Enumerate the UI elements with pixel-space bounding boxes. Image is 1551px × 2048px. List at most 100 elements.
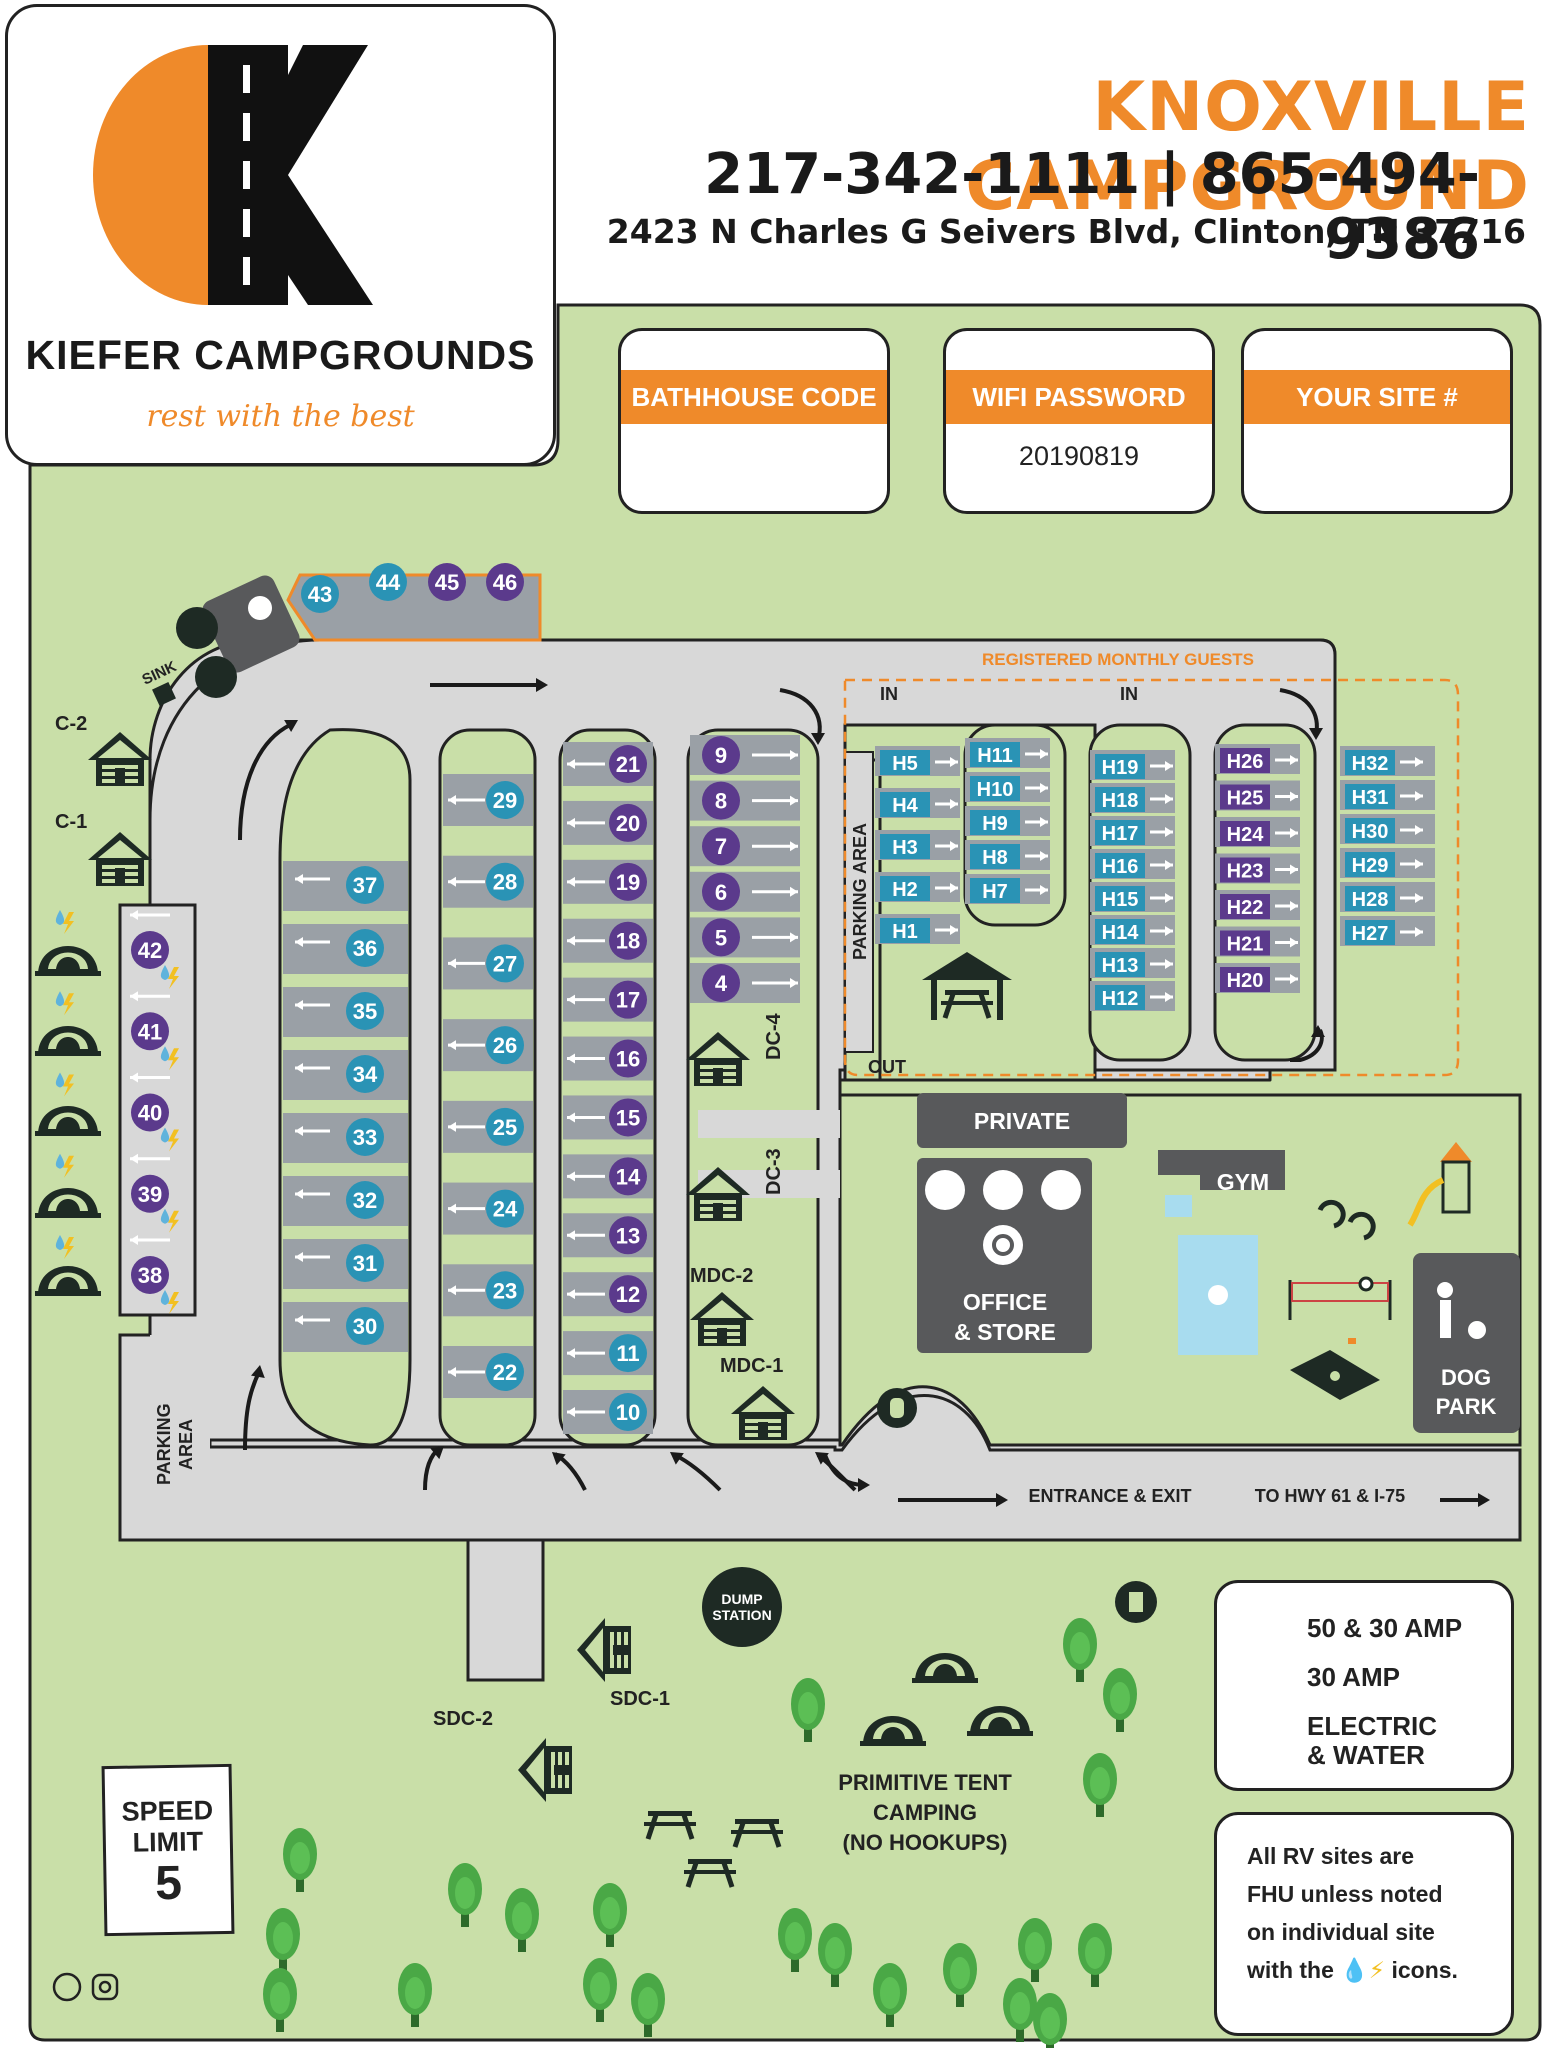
- site-marker[interactable]: [1095, 787, 1145, 812]
- site-marker[interactable]: [428, 563, 466, 601]
- site-marker[interactable]: [131, 1256, 169, 1294]
- h-site[interactable]: H18: [1095, 787, 1145, 812]
- site-marker[interactable]: [609, 1334, 647, 1373]
- site-marker[interactable]: [1345, 852, 1395, 877]
- rv-site[interactable]: 41: [131, 1012, 169, 1051]
- h-site[interactable]: H23: [1220, 857, 1270, 883]
- rv-site[interactable]: 35: [346, 992, 384, 1030]
- rv-site[interactable]: 32: [346, 1181, 384, 1219]
- h-site[interactable]: H3: [880, 834, 930, 859]
- site-marker[interactable]: [609, 1393, 647, 1431]
- site-marker[interactable]: [486, 781, 524, 819]
- site-marker[interactable]: [880, 876, 930, 901]
- h-site[interactable]: H29: [1345, 852, 1395, 877]
- h-site[interactable]: H32: [1345, 750, 1395, 775]
- site-marker[interactable]: [609, 1157, 647, 1196]
- site-marker[interactable]: [970, 742, 1020, 767]
- site-marker[interactable]: [369, 563, 407, 601]
- site-marker[interactable]: [1095, 919, 1145, 944]
- rv-site[interactable]: 12: [609, 1275, 647, 1314]
- h-site[interactable]: H31: [1345, 784, 1395, 809]
- rv-site[interactable]: 38: [131, 1256, 169, 1294]
- site-marker[interactable]: [702, 964, 740, 1002]
- site-marker[interactable]: [1345, 920, 1395, 945]
- site-marker[interactable]: [301, 575, 339, 613]
- rv-site[interactable]: 11: [609, 1334, 647, 1373]
- rv-site[interactable]: 23: [486, 1271, 524, 1310]
- site-marker[interactable]: [702, 872, 740, 911]
- h-site[interactable]: H9: [970, 810, 1020, 835]
- site-marker[interactable]: [486, 862, 524, 901]
- rv-site[interactable]: 27: [486, 944, 524, 983]
- h-site[interactable]: H25: [1220, 784, 1270, 810]
- h-site[interactable]: H12: [1095, 985, 1145, 1010]
- rv-site[interactable]: 40: [131, 1093, 169, 1132]
- site-marker[interactable]: [346, 992, 384, 1030]
- site-marker[interactable]: [346, 1244, 384, 1282]
- h-site[interactable]: H5: [880, 750, 930, 775]
- site-marker[interactable]: [970, 844, 1020, 869]
- site-marker[interactable]: [346, 1118, 384, 1156]
- site-marker[interactable]: [1220, 784, 1270, 810]
- rv-site[interactable]: 9: [702, 736, 740, 774]
- site-marker[interactable]: [1220, 894, 1270, 919]
- site-marker[interactable]: [131, 1093, 169, 1132]
- rv-site[interactable]: 8: [702, 781, 740, 820]
- site-marker[interactable]: [702, 781, 740, 820]
- rv-site[interactable]: 28: [486, 862, 524, 901]
- site-marker[interactable]: [486, 1271, 524, 1310]
- site-marker[interactable]: [880, 750, 930, 775]
- site-marker[interactable]: [1095, 985, 1145, 1010]
- site-marker[interactable]: [609, 980, 647, 1019]
- h-site[interactable]: H27: [1345, 920, 1395, 945]
- site-marker[interactable]: [486, 563, 524, 601]
- rv-site[interactable]: 22: [486, 1353, 524, 1391]
- site-marker[interactable]: [1095, 886, 1145, 911]
- rv-site[interactable]: 29: [486, 781, 524, 819]
- site-marker[interactable]: [970, 776, 1020, 801]
- site-marker[interactable]: [702, 736, 740, 774]
- rv-site[interactable]: 31: [346, 1244, 384, 1282]
- site-marker[interactable]: [1220, 967, 1270, 992]
- rv-site[interactable]: 7: [702, 827, 740, 866]
- rv-site[interactable]: 43: [301, 575, 339, 613]
- rv-site[interactable]: 15: [609, 1098, 647, 1137]
- site-marker[interactable]: [346, 866, 384, 904]
- rv-site[interactable]: 42: [131, 931, 169, 969]
- site-marker[interactable]: [346, 1307, 384, 1345]
- h-site[interactable]: H4: [880, 792, 930, 817]
- h-site[interactable]: H10: [970, 776, 1020, 801]
- h-site[interactable]: H7: [970, 878, 1020, 903]
- h-site[interactable]: H20: [1220, 967, 1270, 992]
- rv-site[interactable]: 45: [428, 563, 466, 601]
- site-marker[interactable]: [702, 827, 740, 866]
- rv-site[interactable]: 21: [609, 745, 647, 783]
- rv-site[interactable]: 24: [486, 1189, 524, 1228]
- rv-site[interactable]: 18: [609, 921, 647, 960]
- site-marker[interactable]: [1345, 886, 1395, 911]
- site-marker[interactable]: [1095, 754, 1145, 779]
- site-marker[interactable]: [486, 1107, 524, 1146]
- rv-site[interactable]: 46: [486, 563, 524, 601]
- rv-site[interactable]: 5: [702, 918, 740, 957]
- rv-site[interactable]: 4: [702, 964, 740, 1002]
- rv-site[interactable]: 33: [346, 1118, 384, 1156]
- rv-site[interactable]: 26: [486, 1026, 524, 1065]
- h-site[interactable]: H15: [1095, 886, 1145, 911]
- h-site[interactable]: H16: [1095, 853, 1145, 878]
- h-site[interactable]: H17: [1095, 820, 1145, 845]
- site-marker[interactable]: [702, 918, 740, 957]
- site-marker[interactable]: [609, 1216, 647, 1255]
- site-marker[interactable]: [131, 1012, 169, 1051]
- rv-site[interactable]: 17: [609, 980, 647, 1019]
- h-site[interactable]: H30: [1345, 818, 1395, 843]
- rv-site[interactable]: 19: [609, 862, 647, 901]
- site-marker[interactable]: [346, 1055, 384, 1093]
- site-marker[interactable]: [880, 834, 930, 859]
- site-marker[interactable]: [131, 931, 169, 969]
- site-marker[interactable]: [486, 1189, 524, 1228]
- site-marker[interactable]: [346, 929, 384, 967]
- site-marker[interactable]: [1220, 748, 1270, 773]
- site-marker[interactable]: [609, 862, 647, 901]
- site-marker[interactable]: [1095, 820, 1145, 845]
